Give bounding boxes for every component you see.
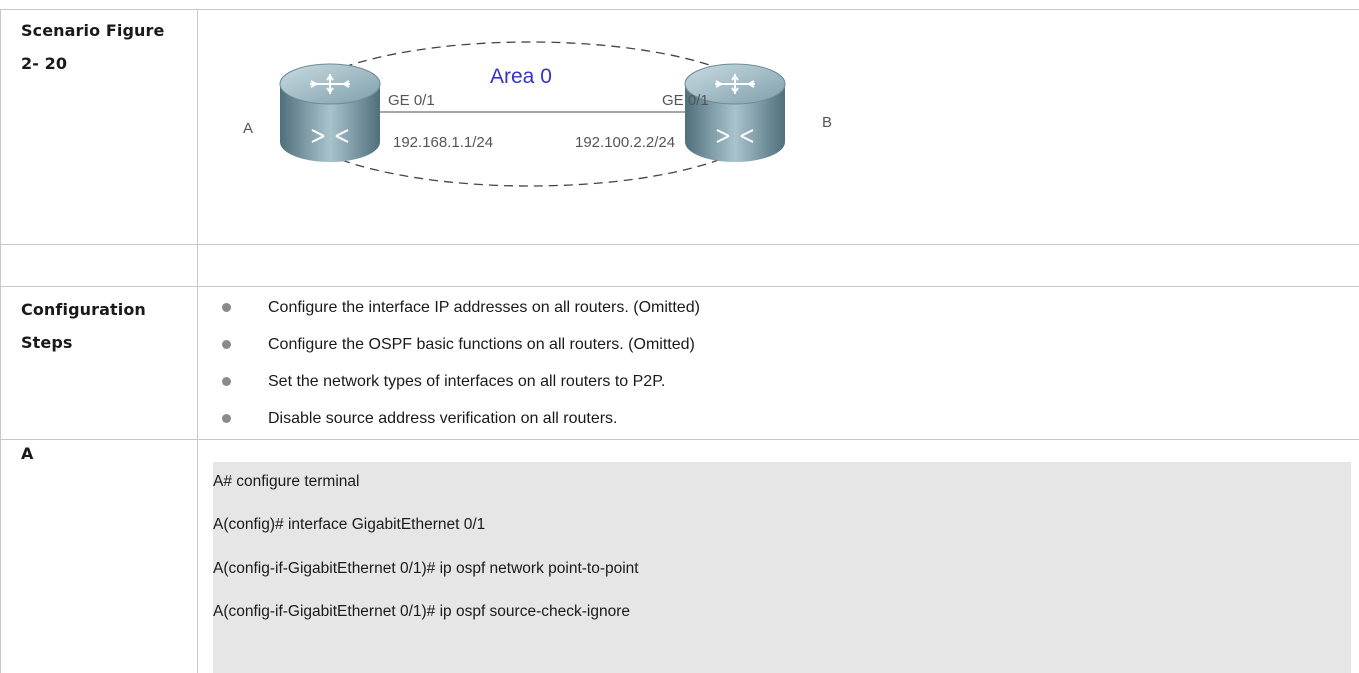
device-label: A (21, 444, 33, 464)
ip-a-label: 192.168.1.1/24 (393, 134, 494, 151)
step-text: Configure the interface IP addresses on … (268, 299, 700, 316)
router-b-label: B (822, 114, 833, 131)
configuration-steps-label-line1: Configuration (21, 300, 146, 319)
router-b-icon (684, 63, 786, 162)
table-row-divider (0, 439, 1359, 440)
bullet-icon (222, 377, 231, 386)
step-text: Set the network types of interfaces on a… (268, 373, 666, 390)
step-text: Configure the OSPF basic functions on al… (268, 336, 695, 353)
port-b-label: GE 0/1 (662, 92, 709, 109)
bullet-icon (222, 303, 231, 312)
ip-b-label: 192.100.2.2/24 (575, 134, 676, 151)
code-line: A(config)# interface GigabitEthernet 0/1 (213, 516, 486, 533)
port-a-label: GE 0/1 (388, 92, 435, 109)
device-a-label: A (21, 444, 34, 463)
router-a-icon (279, 63, 381, 162)
table-row-divider (0, 244, 1359, 245)
code-block: A# configure terminal A(config)# interfa… (213, 462, 1351, 673)
configuration-steps-label: Configuration Steps (21, 293, 146, 359)
bullet-icon (222, 340, 231, 349)
network-topology-figure: Area 0 GE 0/1 GE 0/1 192.168.1.1/24 192.… (230, 18, 930, 228)
scenario-figure-label-line2: 2- 20 (21, 54, 68, 73)
area-label: Area 0 (490, 65, 552, 88)
code-line: A(config-if-GigabitEthernet 0/1)# ip osp… (213, 603, 630, 620)
table-row-divider (0, 286, 1359, 287)
configuration-steps-label-line2: Steps (21, 333, 73, 352)
scenario-figure-label-line1: Scenario Figure (21, 21, 165, 40)
router-a-label: A (243, 120, 254, 137)
scenario-figure-label: Scenario Figure 2- 20 (21, 14, 164, 80)
bullet-icon (222, 414, 231, 423)
step-text: Disable source address verification on a… (268, 410, 618, 427)
table-column-divider (197, 9, 198, 673)
table-top-border (0, 9, 1359, 10)
code-line: A(config-if-GigabitEthernet 0/1)# ip osp… (213, 560, 639, 577)
code-line: A# configure terminal (213, 473, 360, 490)
table-left-border (0, 9, 1, 673)
topology-drawing (279, 41, 786, 187)
